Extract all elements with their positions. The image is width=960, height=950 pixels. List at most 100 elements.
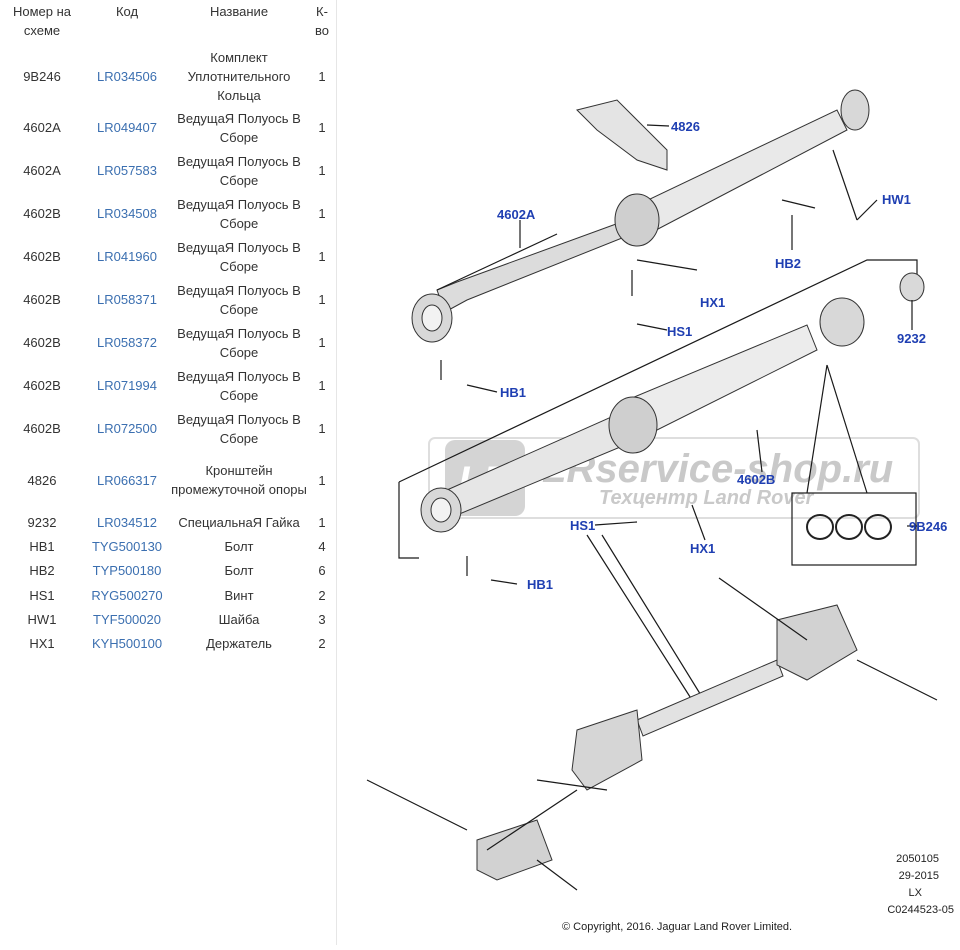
part-name: ВедущаЯ Полуось В Сборе (177, 110, 301, 145)
lower-group-outline (398, 259, 918, 566)
part-code-link[interactable]: LR071994 (97, 378, 157, 393)
callout-hx1-bottom: HX1 (690, 541, 715, 556)
part-number: 4602A (23, 163, 61, 178)
part-number: HS1 (29, 587, 55, 603)
part-code-link[interactable]: LR058372 (97, 335, 157, 350)
part-name: ВедущаЯ Полуось В Сборе (177, 325, 301, 360)
part-code-link[interactable]: LR066317 (97, 472, 157, 488)
watermark-line2: Техцентр Land Rover (599, 487, 815, 509)
part-code-link[interactable]: RYG500270 (91, 587, 163, 603)
part-qty: 2 (318, 587, 326, 603)
part-code-link[interactable]: TYF500020 (93, 611, 161, 627)
part-qty: 1 (318, 163, 326, 178)
table-row: HW1 TYF500020 Шайба 3 (0, 607, 336, 631)
part-number: HB2 (29, 563, 55, 578)
part-number: 4602B (23, 378, 61, 393)
part-code-link[interactable]: LR034512 (97, 514, 157, 530)
upper-driveshaft (411, 89, 878, 393)
callout-9232: 9232 (897, 331, 926, 346)
part-code-link[interactable]: LR049407 (97, 120, 157, 135)
part-qty: 1 (318, 421, 326, 436)
part-number: 4602A (23, 120, 61, 135)
part-name: Болт (224, 563, 254, 578)
part-name: ВедущаЯ Полуось В Сборе (177, 153, 301, 188)
part-code-link[interactable]: LR058371 (97, 292, 157, 307)
table-row: HB2 TYP500180 Болт 6 (0, 558, 336, 583)
parts-diagram: LR LRservice-shop.ru Техцентр Land Rover (337, 0, 960, 945)
callout-labels: 4826 4602A HW1 HB2 HX1 HS1 HB1 9232 4602… (497, 119, 947, 592)
header-num: Номер на схеме (12, 4, 72, 38)
part-qty: 1 (318, 68, 326, 84)
part-code-link[interactable]: LR041960 (97, 249, 157, 264)
part-number: 9232 (27, 514, 57, 530)
part-name: Кронштейн промежуточной опоры (171, 463, 307, 497)
part-name: ВедущаЯ Полуось В Сборе (177, 368, 301, 403)
part-code-link[interactable]: LR034506 (97, 68, 157, 84)
meta-code: 2050105 (896, 853, 939, 865)
part-qty: 1 (318, 206, 326, 221)
part-number: 4602B (23, 335, 61, 350)
copyright-text: © Copyright, 2016. Jaguar Land Rover Lim… (562, 921, 792, 933)
part-qty: 1 (318, 514, 326, 530)
part-number: 4826 (27, 472, 57, 488)
callout-hb2: HB2 (775, 256, 801, 271)
table-row: 4602B LR072500 ВедущаЯ Полуось В Сборе 1 (0, 407, 336, 450)
part-number: 9B246 (23, 68, 61, 84)
part-number: 4602B (23, 292, 61, 307)
part-name: Комплект Уплотнительного Кольца (187, 49, 291, 103)
part-qty: 6 (318, 563, 326, 578)
parts-diagram-svg: LR LRservice-shop.ru Техцентр Land Rover (366, 89, 954, 933)
part-number: HW1 (27, 611, 57, 627)
callout-hs1-top: HS1 (667, 324, 692, 339)
part-qty: 1 (318, 249, 326, 264)
part-qty: 2 (318, 636, 326, 651)
diagram-meta: 2050105 29-2015 LX C0244523-05 © Copyrig… (562, 853, 954, 933)
table-row: 4602A LR049407 ВедущаЯ Полуось В Сборе 1 (0, 106, 336, 149)
part-name: ВедущаЯ Полуось В Сборе (177, 282, 301, 317)
meta-ref: C0244523-05 (887, 904, 954, 916)
part-number: HB1 (29, 538, 55, 554)
part-code-link[interactable]: LR057583 (97, 163, 157, 178)
part-qty: 1 (318, 120, 326, 135)
lower-driveshaft (420, 272, 925, 585)
callout-hb1-top: HB1 (500, 385, 526, 400)
callout-hx1-top: HX1 (700, 295, 725, 310)
part-code-link[interactable]: LR034508 (97, 206, 157, 221)
table-row: 4602B LR071994 ВедущаЯ Полуось В Сборе 1 (0, 364, 336, 407)
table-row: 4826 LR066317 Кронштейн промежуточной опор… (0, 450, 336, 510)
part-code-link[interactable]: TYP500180 (92, 563, 162, 578)
table-header-row: Номер на схеме Код Название К-во (0, 0, 336, 46)
part-code-link[interactable]: LR072500 (97, 421, 157, 436)
header-code: Код (115, 4, 139, 19)
header-qty: К-во (315, 4, 329, 38)
part-qty: 1 (318, 472, 326, 488)
part-qty: 4 (318, 538, 326, 554)
part-number: 4602B (23, 206, 61, 221)
part-qty: 1 (318, 292, 326, 307)
part-name: ВедущаЯ Полуось В Сборе (177, 411, 301, 446)
part-number: 4602B (23, 421, 61, 436)
callout-4602a: 4602A (497, 207, 536, 222)
callout-hw1: HW1 (882, 192, 911, 207)
part-name: ВедущаЯ Полуось В Сборе (177, 239, 301, 274)
part-qty: 1 (318, 378, 326, 393)
table-row: 4602B LR034508 ВедущаЯ Полуось В Сборе 1 (0, 192, 336, 235)
part-qty: 1 (318, 335, 326, 350)
table-row: 4602A LR057583 ВедущаЯ Полуось В Сборе 1 (0, 149, 336, 192)
callout-4602b: 4602B (737, 472, 775, 487)
part-qty: 3 (318, 611, 326, 627)
part-name: Винт (224, 587, 254, 603)
table-row: 9B246 LR034506 Комплект Уплотнительного Ко… (0, 46, 336, 106)
table-row: HS1 RYG500270 Винт 2 (0, 583, 336, 607)
part-number: 4602B (23, 249, 61, 264)
part-name: Шайба (218, 611, 260, 627)
table-row: 4602B LR041960 ВедущаЯ Полуось В Сборе 1 (0, 235, 336, 278)
header-name: Название (209, 4, 269, 19)
part-code-link[interactable]: KYH500100 (91, 636, 163, 651)
part-name: ВедущаЯ Полуось В Сборе (177, 196, 301, 231)
part-code-link[interactable]: TYG500130 (91, 538, 163, 554)
